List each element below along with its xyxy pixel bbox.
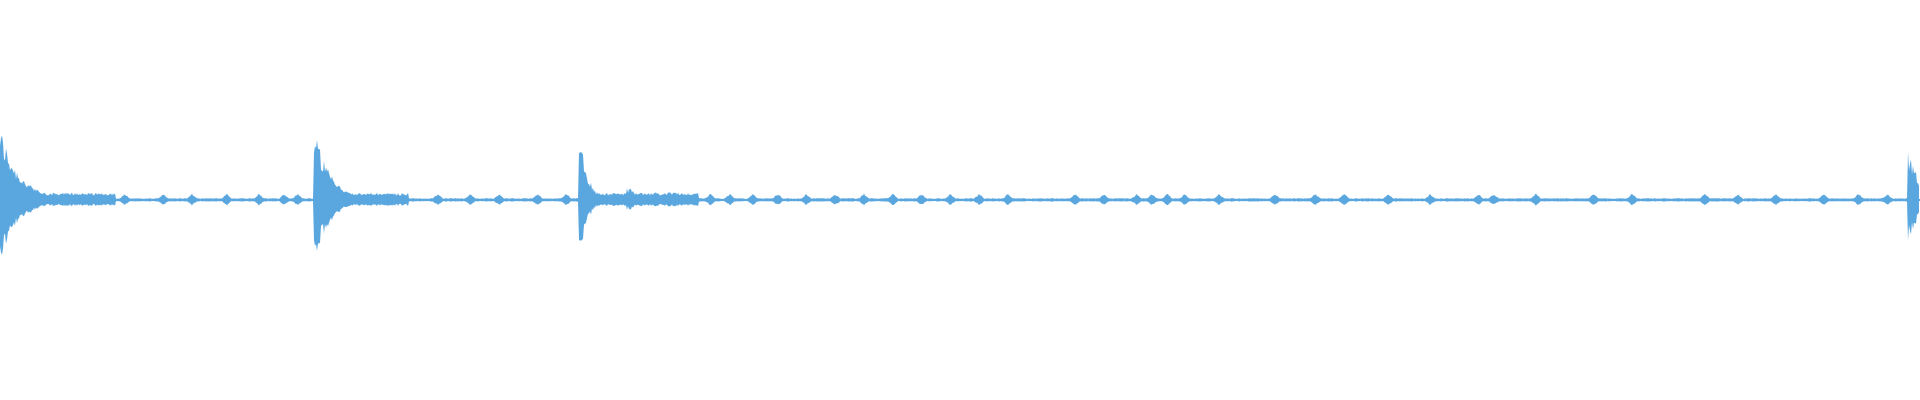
- waveform-path: [0, 135, 1919, 255]
